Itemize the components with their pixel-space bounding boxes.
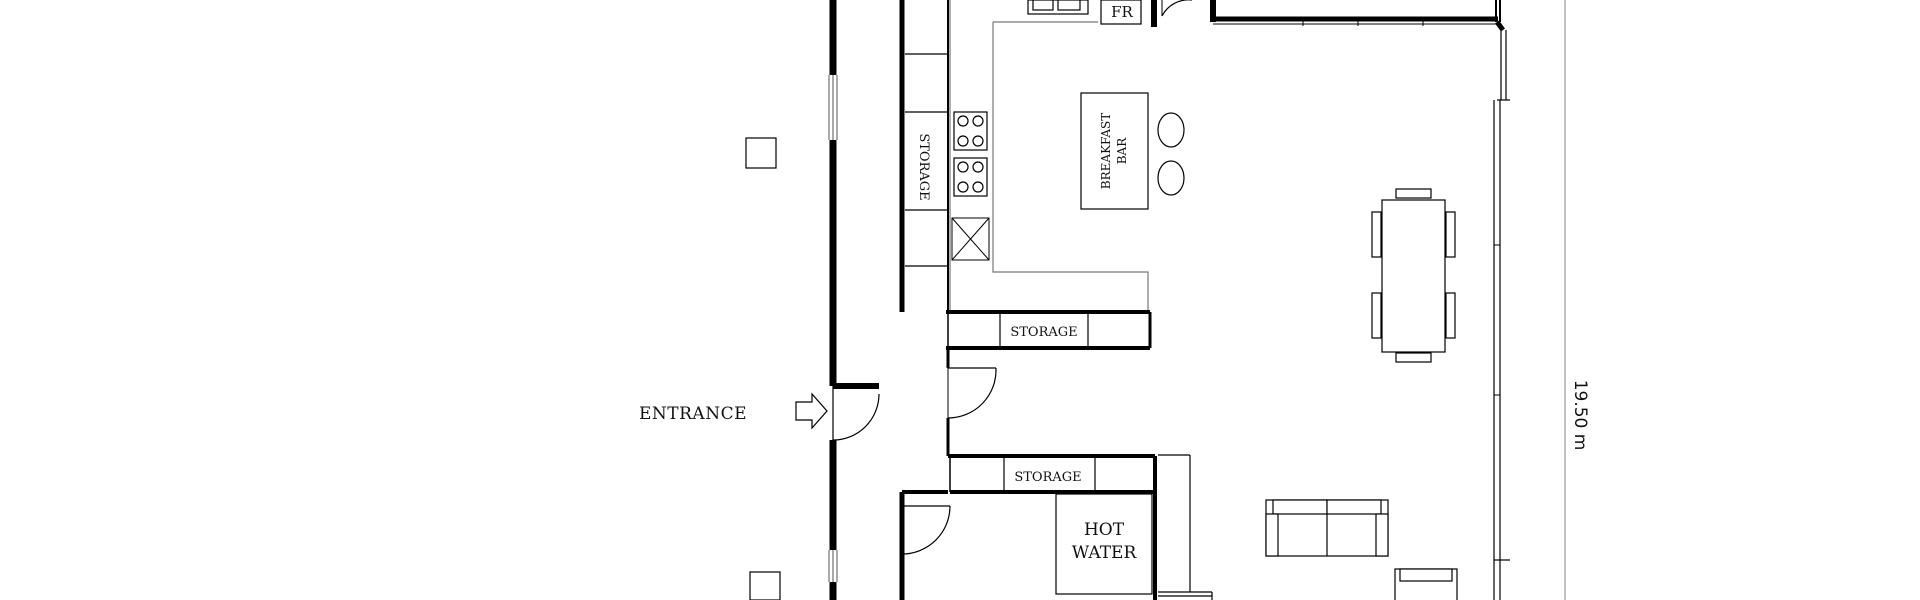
storage-vertical-label: STORAGE bbox=[916, 133, 931, 200]
armchair bbox=[1394, 568, 1458, 600]
hot-water-label-line1: HOT bbox=[1084, 520, 1125, 540]
bar-stool-lower bbox=[1157, 160, 1185, 196]
storage-cabinet-vertical bbox=[905, 0, 949, 312]
breakfast-bar-label-line2: BAR bbox=[1115, 137, 1129, 164]
kitchen-counter bbox=[949, 0, 1149, 310]
hall-wall bbox=[946, 348, 997, 456]
storage-unit-upper bbox=[946, 310, 1152, 350]
hot-water-cupboard: HOT WATER bbox=[1055, 493, 1153, 595]
outdoor-post-upper bbox=[745, 137, 777, 169]
window-left-lower bbox=[828, 550, 838, 582]
entrance-label: ENTRANCE bbox=[639, 404, 747, 424]
sofa bbox=[1265, 499, 1389, 557]
outdoor-post-lower bbox=[749, 571, 781, 600]
hall-door-lower bbox=[899, 492, 951, 555]
fridge: FR bbox=[1100, 0, 1142, 25]
storage-upper-label: STORAGE bbox=[1010, 325, 1077, 340]
entrance-arrow-icon bbox=[795, 392, 828, 430]
hob-upper bbox=[953, 111, 988, 151]
breakfast-bar-label-line1: BREAKFAST bbox=[1099, 113, 1113, 189]
dishwasher bbox=[951, 217, 990, 261]
bar-stool-upper bbox=[1157, 112, 1185, 148]
sink bbox=[1027, 0, 1089, 15]
storage-lower-label: STORAGE bbox=[1014, 470, 1081, 485]
hot-water-label-line2: WATER bbox=[1072, 543, 1138, 563]
hob-lower bbox=[953, 157, 988, 197]
dining-table bbox=[1371, 188, 1456, 363]
exterior-wall-right bbox=[1493, 0, 1510, 600]
fridge-label: FR bbox=[1111, 3, 1133, 21]
window-left-upper bbox=[828, 75, 838, 140]
storage-unit-lower bbox=[948, 454, 1157, 600]
breakfast-bar: BREAKFAST BAR bbox=[1080, 92, 1149, 210]
kitchen-top-wall bbox=[1151, 0, 1498, 27]
entrance-door bbox=[832, 383, 880, 441]
side-unit bbox=[1158, 454, 1213, 600]
dimension-label: 19.50 m bbox=[1570, 380, 1590, 451]
